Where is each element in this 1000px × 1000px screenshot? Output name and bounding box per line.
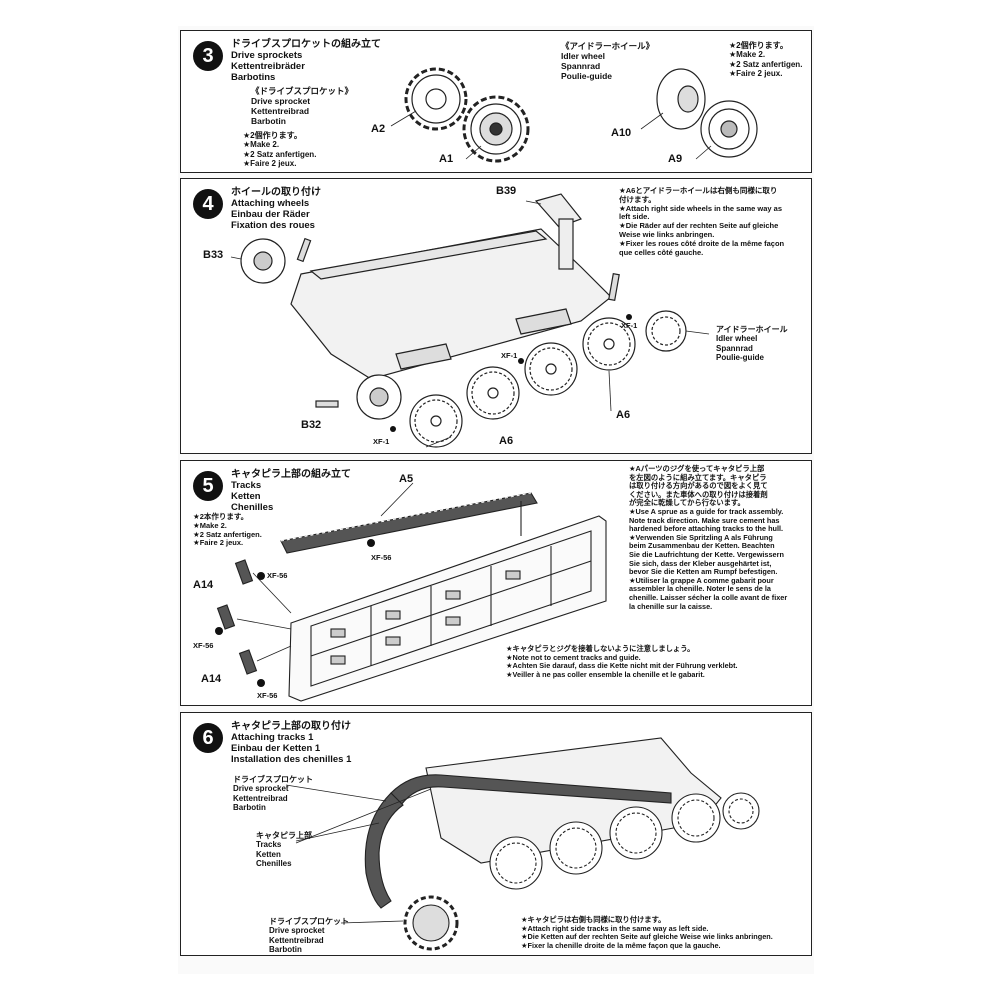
step-4-title: ホイールの取り付け Attaching wheels Einbau der Rä… xyxy=(231,187,321,231)
label-a6-right: A6 xyxy=(616,409,631,421)
step-5-make-note: ★2本作ります。 ★Make 2. ★2 Satz anfertigen. ★F… xyxy=(193,512,262,548)
step-4-drawing xyxy=(230,193,710,448)
label-a1: A1 xyxy=(439,153,454,165)
label-a5: A5 xyxy=(399,473,414,485)
label-xf56-b: XF-56 xyxy=(193,641,214,650)
idler-heading: 《アイドラーホイール》 Idler wheel Spannrad Poulie-… xyxy=(561,41,655,81)
step-5-title: キャタピラ上部の組み立て Tracks Ketten Chenilles xyxy=(231,469,351,513)
label-b33: B33 xyxy=(203,249,224,261)
step-3-number: 3 xyxy=(193,41,223,71)
label-xf56-c: XF-56 xyxy=(257,691,278,700)
step-5-panel: 5 キャタピラ上部の組み立て Tracks Ketten Chenilles ★… xyxy=(180,460,812,706)
step-6-panel: 6 キャタピラ上部の取り付け Attaching tracks 1 Einbau… xyxy=(180,712,812,956)
sprocket-note: ★2個作ります。 ★Make 2. ★2 Satz anfertigen. ★F… xyxy=(243,131,317,169)
step-4-panel: 4 ホイールの取り付け Attaching wheels Einbau der … xyxy=(180,178,812,454)
label-b39: B39 xyxy=(496,185,517,197)
drive-sprocket-bottom-label: ドライブスプロケット Drive sprocket Kettentreibrad… xyxy=(269,917,349,955)
step-4-note: ★A6とアイドラーホイールは右側も同様に取り 付けます。 ★Attach rig… xyxy=(619,186,785,257)
step-6-number: 6 xyxy=(193,723,223,753)
step-6-title: キャタピラ上部の取り付け Attaching tracks 1 Einbau d… xyxy=(231,721,352,765)
label-a9: A9 xyxy=(668,153,683,165)
step-5-drawing xyxy=(215,482,607,702)
step-6-note: ★キャタピラは右側も同様に取り付けます。 ★Attach right side … xyxy=(521,915,773,950)
step-5-jig-note: ★Aパーツのジグを使ってキャタピラ上部 を左図のように組み立てます。キャタピラ … xyxy=(629,464,788,611)
step-6-drawing xyxy=(285,737,760,951)
label-a2: A2 xyxy=(371,123,386,135)
label-a14-bottom: A14 xyxy=(201,673,222,685)
tracks-label: キャタピラ上部 Tracks Ketten Chenilles xyxy=(256,831,312,869)
label-xf1-idler: XF-1 xyxy=(621,321,638,330)
sprocket-heading: 《ドライブスプロケット》 Drive sprocket Kettentreibr… xyxy=(251,86,354,126)
label-a14-top: A14 xyxy=(193,579,214,591)
idler-note: ★2個作ります。 ★Make 2. ★2 Satz anfertigen. ★F… xyxy=(729,41,803,79)
step-5-number: 5 xyxy=(193,471,223,501)
label-b32: B32 xyxy=(301,419,322,431)
label-a6-bottom: A6 xyxy=(499,435,514,447)
label-xf56-track: XF-56 xyxy=(371,553,392,562)
step-3-title: ドライブスプロケットの組み立て Drive sprockets Kettentr… xyxy=(231,39,381,83)
step-3-panel: 3 ドライブスプロケットの組み立て Drive sprockets Ketten… xyxy=(180,30,812,173)
label-xf1-bottom: XF-1 xyxy=(373,437,390,446)
label-xf56-a: XF-56 xyxy=(267,571,288,580)
drive-sprocket-top-label: ドライブスプロケット Drive sprocket Kettentreibrad… xyxy=(233,775,313,813)
step-4-number: 4 xyxy=(193,189,223,219)
step-5-cement-note: ★キャタピラとジグを接着しないように注意しましょう。 ★Note not to … xyxy=(506,644,738,679)
label-xf1-middle: XF-1 xyxy=(501,351,518,360)
step-3-drawing xyxy=(390,67,758,163)
label-a10: A10 xyxy=(611,127,632,139)
idler-wheel-label: アイドラーホイール Idler wheel Spannrad Poulie-gu… xyxy=(716,325,788,363)
